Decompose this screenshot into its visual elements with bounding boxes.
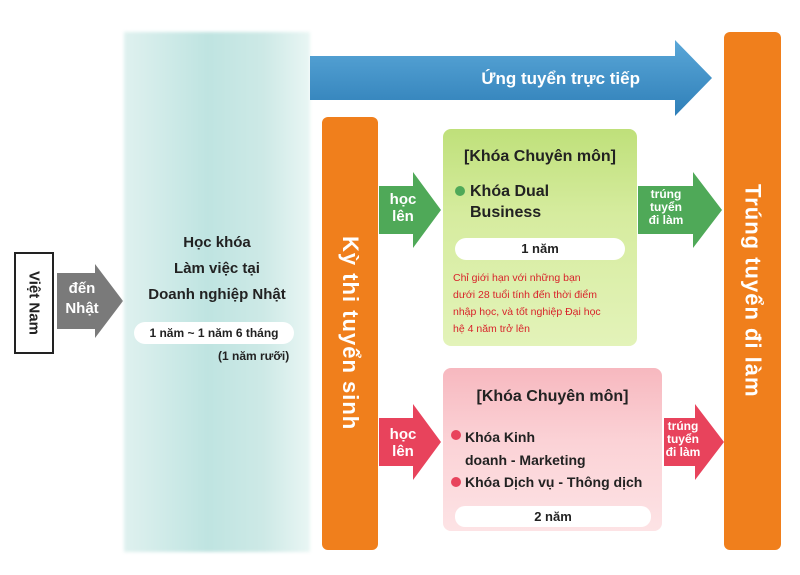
origin-label: Việt Nam [25,271,43,335]
language-course-line1: Học khóa [183,234,251,251]
hired-green-line3: đi làm [648,213,684,227]
course-dual-note-line4: hệ 4 năm trở lên [453,323,530,335]
entrance-exam-bar: Kỳ thi tuyển sinh [322,117,378,550]
language-course-line2: Làm việc tại [174,260,260,277]
study-arrow-pink [379,404,441,480]
hired-pink-line2: tuyển [666,432,699,446]
course-dual-box [443,129,637,346]
study-pink-line1: học [389,426,417,443]
course-dual-title: [Khóa Chuyên môn] [464,148,616,165]
course-dual-item: Khóa Dual Business [470,181,549,223]
bullet-icon [451,477,461,487]
hired-green-line2: tuyển [649,200,682,214]
to-japan-arrow [57,264,123,338]
study-green-line2: lên [392,208,414,225]
course-business-item1-line1: Khóa Kinh [465,429,535,445]
study-arrow-green [379,172,441,248]
course-business-item1-line2: doanh - Marketing [465,452,586,468]
course-dual-note: Chỉ giới hạn với những bạn dưới 28 tuổi … [453,270,637,338]
course-dual-item-line1: Khóa Dual [470,183,550,200]
to-japan-line2: Nhật [65,300,99,317]
study-green-label: học lên [380,191,426,225]
course-dual-duration: 1 năm [455,238,625,260]
hired-arrow-green [638,172,722,248]
course-dual-note-line2: dưới 28 tuổi tính đến thời điểm [453,289,597,301]
entrance-exam-label: Kỳ thi tuyển sinh [338,236,363,431]
hired-pink-label: trúng tuyển đi làm [660,420,706,459]
hired-arrow-pink [664,404,724,480]
course-dual-note-line3: nhập học, và tốt nghiệp Đại học [453,306,601,318]
course-dual-note-line1: Chỉ giới hạn với những bạn [453,272,581,284]
hired-green-label: trúng tuyển đi làm [640,188,692,227]
study-pink-label: học lên [380,426,426,460]
to-japan-line1: đến [68,280,96,297]
language-course-line3: Doanh nghiệp Nhật [148,286,286,303]
direct-apply-label: Ứng tuyển trực tiếp [481,69,640,88]
course-business-item1: Khóa Kinh doanh - Marketing [465,426,586,472]
bullet-icon [455,186,465,196]
origin-box: Việt Nam [14,252,54,354]
study-pink-line2: lên [392,443,414,460]
language-course-duration-note: (1 năm rưỡi) [218,349,290,363]
course-business-duration: 2 năm [455,506,651,527]
employment-label: Trúng tuyển đi làm [740,184,766,398]
hired-pink-line3: đi làm [665,445,701,459]
hired-green-line1: trúng [650,187,682,201]
course-business-title: [Khóa Chuyên môn] [476,388,629,405]
course-business-item2: Khóa Dịch vụ - Thông dịch [465,474,643,490]
language-course-duration: 1 năm ~ 1 năm 6 tháng [134,322,294,344]
language-course-bar [124,32,310,552]
hired-pink-line1: trúng [667,419,699,433]
language-course-title: Học khóa Làm việc tại Doanh nghiệp Nhật [124,230,310,308]
course-dual-item-line2: Business [470,204,542,221]
study-green-line1: học [389,191,417,208]
to-japan-label: đến Nhật [57,279,107,319]
course-business-box [443,368,662,531]
direct-apply-arrow [310,40,712,116]
employment-bar: Trúng tuyển đi làm [724,32,781,550]
bullet-icon [451,430,461,440]
